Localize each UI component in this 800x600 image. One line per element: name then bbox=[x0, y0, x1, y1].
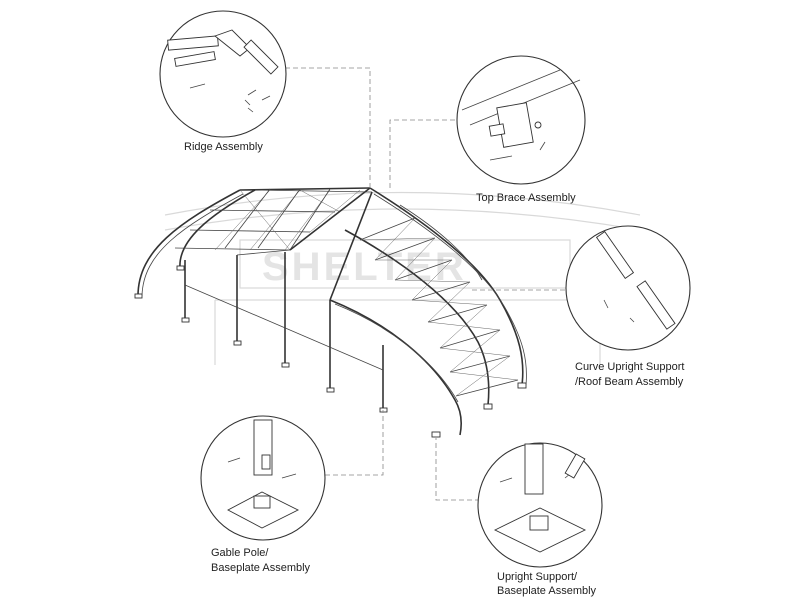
detail-ridge bbox=[159, 10, 287, 138]
label-gable-pole-line1: Gable Pole/ bbox=[211, 547, 269, 559]
label-top-brace-assembly: Top Brace Assembly bbox=[476, 192, 576, 204]
detail-gable-pole bbox=[200, 415, 326, 541]
label-upright-support-line1: Upright Support/ bbox=[497, 571, 578, 583]
label-curve-upright-line2: /Roof Beam Assembly bbox=[575, 376, 684, 388]
label-gable-pole-line2: Baseplate Assembly bbox=[211, 562, 311, 574]
label-curve-upright-line1: Curve Upright Support bbox=[575, 361, 685, 373]
label-upright-support-line2: Baseplate Assembly bbox=[497, 585, 597, 597]
detail-top-brace bbox=[456, 55, 586, 185]
detail-upright-support bbox=[477, 442, 603, 568]
watermark-text: SHELTER bbox=[262, 245, 467, 289]
leader-lines bbox=[285, 67, 565, 501]
shelter-frame bbox=[134, 187, 527, 438]
label-ridge-assembly: Ridge Assembly bbox=[184, 141, 263, 153]
detail-curve-upright bbox=[565, 225, 691, 351]
